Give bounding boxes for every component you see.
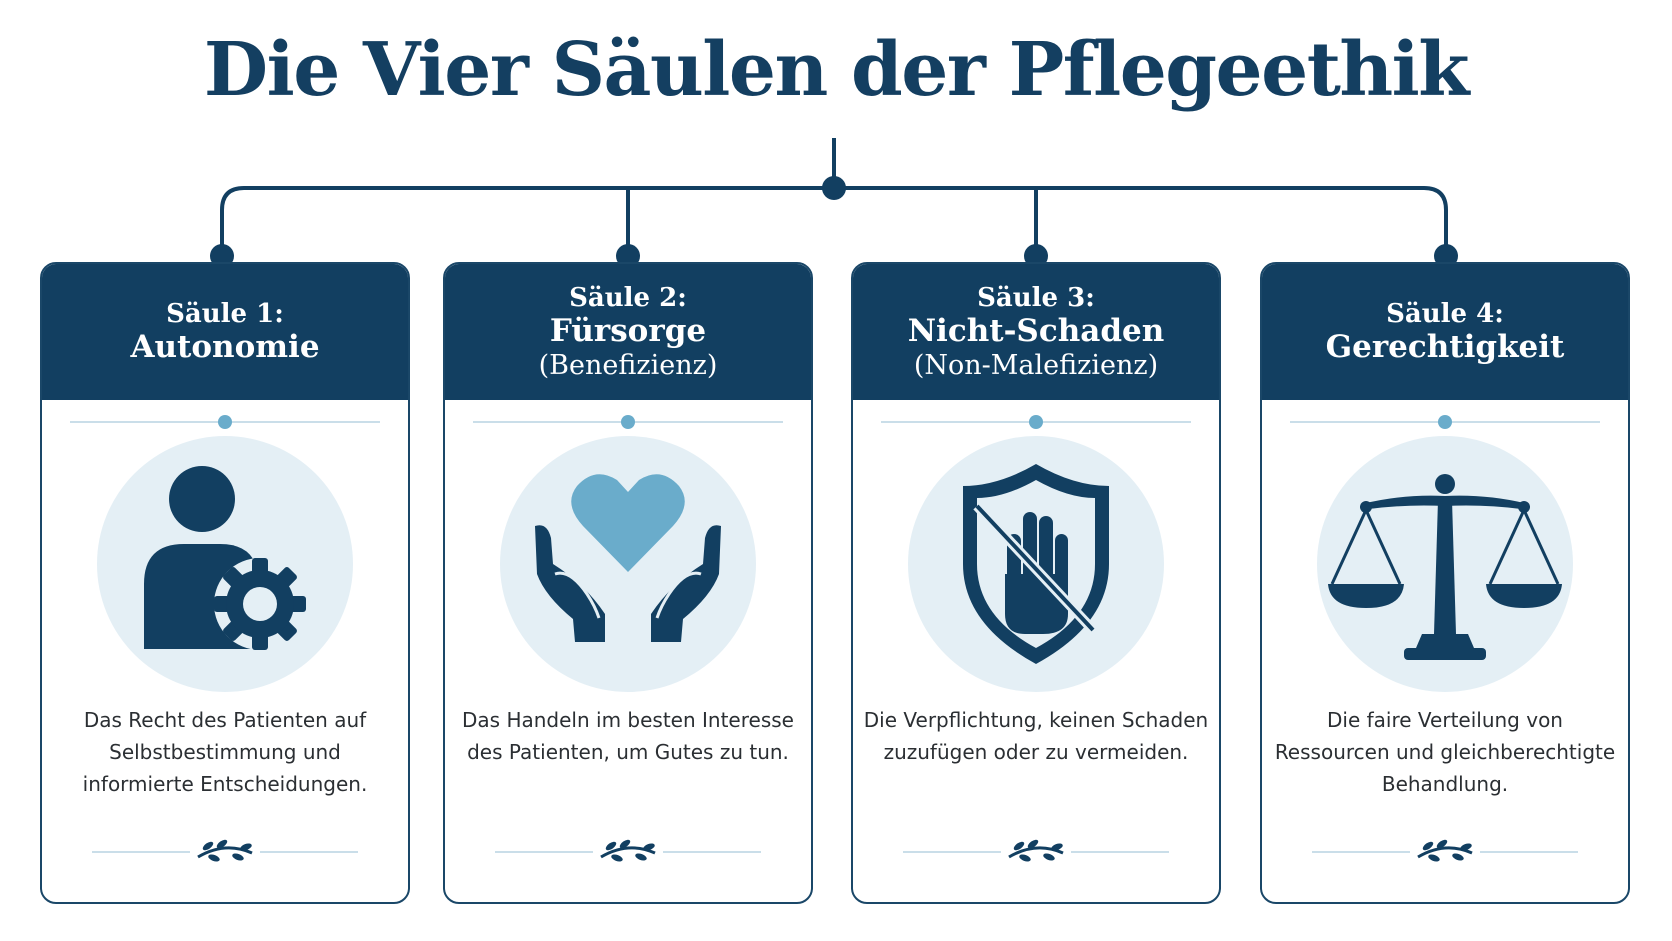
pillar-name: Autonomie (130, 329, 320, 366)
shield-hand-prohibited-icon (908, 436, 1164, 692)
pillar-description: Die Verpflichtung, keinen Schaden zuzufü… (863, 708, 1209, 764)
pillar-name: Fürsorge (549, 313, 707, 350)
pillar-card-justice: Säule 4: Gerechtigkeit Die faire Verteil… (1260, 262, 1630, 904)
connector-hub-dot (822, 176, 846, 200)
divider-dot (473, 415, 783, 429)
pillar-name: Nicht-Schaden (907, 313, 1165, 350)
pillar-header: Säule 4: Gerechtigkeit (1262, 264, 1628, 400)
divider-dot (1290, 415, 1600, 429)
pillar-description: Das Handeln im besten Interesse des Pati… (462, 708, 794, 764)
pillar-description: Die faire Verteilung von Ressourcen und … (1274, 708, 1616, 796)
pillar-header: Säule 1: Autonomie (42, 264, 408, 400)
laurel-ornament (92, 839, 358, 862)
divider-dot (881, 415, 1191, 429)
pillar-header: Säule 3: Nicht-Schaden (Non-Malefizienz) (853, 264, 1219, 400)
pillar-name: Gerechtigkeit (1325, 329, 1565, 366)
pillar-description: Das Recht des Patienten auf Selbstbestim… (82, 708, 368, 796)
pillar-subtitle: (Non-Malefizienz) (913, 349, 1159, 381)
pillar-header: Säule 2: Fürsorge (Benefizienz) (445, 264, 811, 400)
laurel-ornament (495, 839, 761, 862)
scales-justice-icon (1317, 436, 1573, 692)
connector-lines (210, 138, 1458, 268)
hands-heart-icon (500, 436, 756, 692)
pillar-subtitle: (Benefizienz) (538, 349, 718, 381)
divider-dot (70, 415, 380, 429)
pillar-card-beneficence: Säule 2: Fürsorge (Benefizienz) Das Hand… (443, 262, 813, 904)
pillar-number: Säule 4: (1386, 298, 1504, 329)
pillar-card-non-maleficence: Säule 3: Nicht-Schaden (Non-Malefizienz)… (851, 262, 1221, 904)
person-gear-icon (97, 436, 353, 692)
laurel-ornament (1312, 839, 1578, 862)
pillar-number: Säule 3: (977, 282, 1095, 313)
laurel-ornament (903, 839, 1169, 862)
page-title: Die Vier Säulen der Pflegeethik (203, 27, 1470, 113)
pillar-number: Säule 2: (569, 282, 687, 313)
pillar-number: Säule 1: (166, 298, 284, 329)
pillar-card-autonomy: Säule 1: Autonomie Das Recht des Patient… (40, 262, 410, 904)
